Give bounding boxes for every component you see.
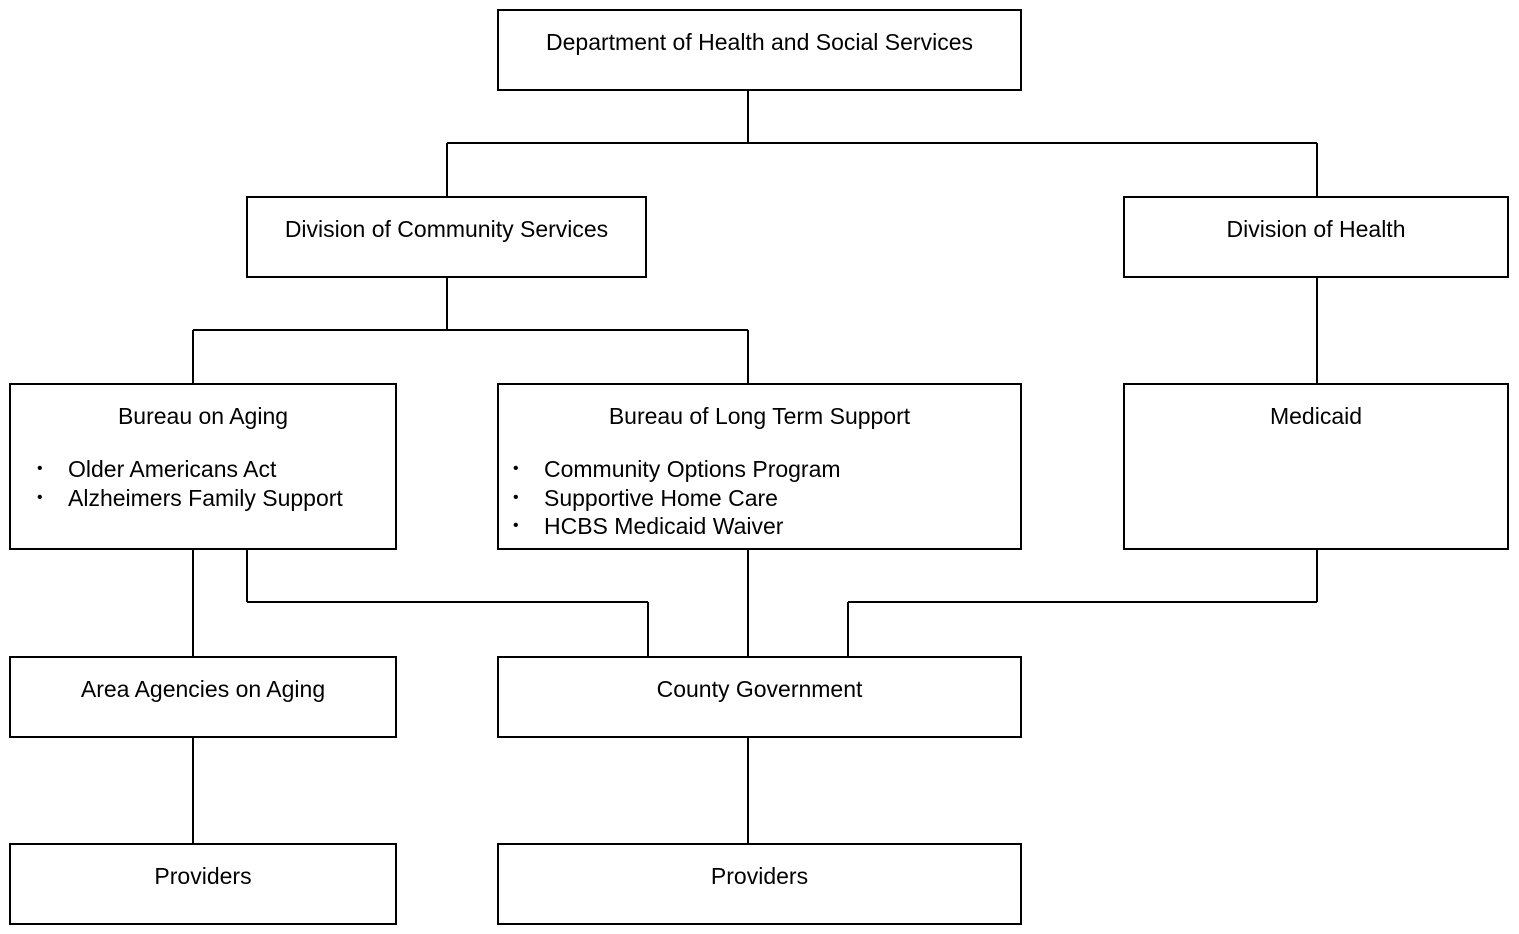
bureau-long-term-support-programs: • Community Options Program • Supportive H… xyxy=(511,455,841,541)
providers-title-right: Providers xyxy=(710,863,809,889)
dhss-box: Department of Health and Social Services xyxy=(497,9,1022,91)
bureau-long-term-support-box: Bureau of Long Term Support • Community O… xyxy=(497,383,1022,550)
division-community-services-title: Division of Community Services xyxy=(284,216,609,242)
division-community-services-box: Division of Community Services xyxy=(246,196,647,278)
program-label: HCBS Medicaid Waiver xyxy=(544,513,784,539)
program-list-item: • Supportive Home Care xyxy=(511,484,841,513)
program-list-item: • Community Options Program xyxy=(511,455,841,484)
program-label: Supportive Home Care xyxy=(544,484,778,511)
division-health-box: Division of Health xyxy=(1123,196,1509,278)
program-label: Community Options Program xyxy=(544,456,841,482)
bullet-icon: • xyxy=(513,460,519,477)
medicaid-title: Medicaid xyxy=(1269,403,1363,429)
program-list-item: • Alzheimers Family Support xyxy=(35,484,343,513)
county-government-box: County Government xyxy=(497,656,1022,738)
bureau-long-term-support-title: Bureau of Long Term Support xyxy=(608,403,911,429)
bureau-on-aging-box: Bureau on Aging • Older Americans Act • Al… xyxy=(9,383,397,550)
providers-box-left: Providers xyxy=(9,843,397,925)
program-label: Alzheimers Family Support xyxy=(68,484,343,511)
program-list-item: • Older Americans Act xyxy=(35,455,343,484)
program-list-item: • HCBS Medicaid Waiver xyxy=(511,512,841,541)
dhss-title: Department of Health and Social Services xyxy=(546,29,973,55)
providers-box-right: Providers xyxy=(497,843,1022,925)
bureau-on-aging-title: Bureau on Aging xyxy=(117,403,289,429)
providers-title-left: Providers xyxy=(154,863,252,889)
division-health-title: Division of Health xyxy=(1226,216,1406,242)
medicaid-box: Medicaid xyxy=(1123,383,1509,550)
area-agencies-on-aging-title: Area Agencies on Aging xyxy=(80,676,326,702)
bullet-icon: • xyxy=(513,488,519,506)
bullet-icon: • xyxy=(513,517,519,534)
bureau-on-aging-programs: • Older Americans Act • Alzheimers Family … xyxy=(35,455,343,512)
bullet-icon: • xyxy=(37,488,43,506)
bullet-icon: • xyxy=(37,460,43,477)
county-government-title: County Government xyxy=(656,676,863,702)
program-label: Older Americans Act xyxy=(68,456,277,482)
area-agencies-on-aging-box: Area Agencies on Aging xyxy=(9,656,397,738)
